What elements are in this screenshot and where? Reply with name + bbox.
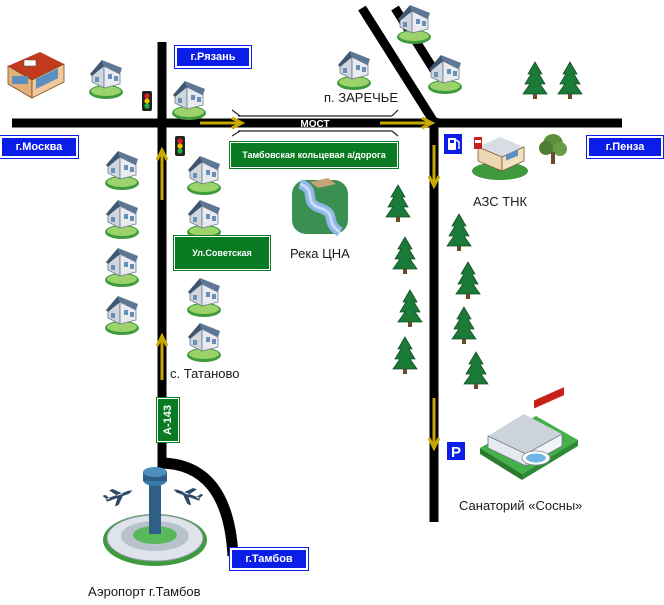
house-icon [186, 277, 222, 318]
direction-arrows [155, 116, 441, 452]
house-icon [171, 80, 207, 121]
gas-station-icon [472, 137, 528, 180]
house-icon [186, 199, 222, 240]
city-tag-ryazan-label: г.Рязань [190, 51, 236, 63]
house-icon [104, 199, 140, 240]
tree-icon [539, 134, 567, 164]
parking-label: P [451, 444, 461, 461]
tree-icon [392, 236, 418, 275]
house-icon [104, 150, 140, 191]
forest [385, 61, 583, 390]
shop-icon [7, 52, 65, 99]
arrow-north-2 [155, 332, 169, 380]
tree-icon [385, 184, 411, 223]
gas-station-label: АЗС ТНК [473, 194, 528, 209]
city-tag-ryazan: г.Рязань [174, 45, 252, 69]
traffic-light-icon [142, 91, 152, 111]
house-icon [88, 59, 124, 100]
bridge [231, 109, 399, 137]
sanatorium-icon [480, 387, 578, 480]
arrow-east-2 [380, 116, 436, 130]
house-icon [336, 50, 372, 91]
tree-icon [392, 336, 418, 375]
road-airport-curve [157, 457, 239, 557]
house-icon [186, 322, 222, 363]
house-icon [186, 155, 222, 196]
bridge-label: МОСТ [300, 119, 329, 130]
river-label: Река ЦНА [290, 246, 350, 261]
city-tag-tambov-label: г.Тамбов [245, 553, 293, 565]
house-icon [104, 247, 140, 288]
tree-icon [455, 261, 481, 300]
tatanovo-label: с. Татаново [170, 366, 240, 381]
street-sign: Ул.Советская [173, 235, 271, 271]
zarechye-label: п. ЗАРЕЧЬЕ [324, 90, 398, 105]
city-tag-penza-label: г.Пенза [605, 141, 645, 153]
arrow-south-1 [427, 145, 441, 190]
city-tag-moskva: г.Москва [0, 135, 79, 159]
highway-sign: А-143 [156, 397, 180, 443]
traffic-light-icon [175, 136, 185, 156]
city-tag-moskva-label: г.Москва [15, 141, 63, 153]
ring-road-sign: Тамбовская кольцевая а/дорога [229, 141, 399, 169]
city-tag-penza: г.Пенза [586, 135, 664, 159]
river-icon [292, 178, 348, 237]
sanatorium-label: Санаторий «Сосны» [459, 498, 583, 513]
airplane-icon [101, 482, 136, 510]
house-icon [104, 295, 140, 336]
parking-icon: P [445, 440, 467, 462]
city-tag-tambov: г.Тамбов [229, 547, 309, 571]
highway-sign-label: А-143 [162, 405, 174, 435]
airport-label: Аэропорт г.Тамбов [88, 584, 201, 599]
ring-road-sign-label: Тамбовская кольцевая а/дорога [242, 150, 386, 160]
tree-icon [446, 213, 472, 252]
airplane-icon [170, 481, 205, 509]
arrow-south-2 [427, 398, 441, 452]
tree-icon [451, 306, 477, 345]
tree-icon [522, 61, 548, 100]
arrow-north-1 [155, 146, 169, 200]
airport-icon [103, 467, 207, 566]
road-zarechye [358, 5, 438, 125]
street-sign-label: Ул.Советская [192, 248, 252, 258]
tree-icon [463, 351, 489, 390]
arrow-east-1 [200, 116, 246, 130]
tree-icon [397, 289, 423, 328]
tree-icon [557, 61, 583, 100]
fuel-pump-icon [442, 132, 464, 156]
